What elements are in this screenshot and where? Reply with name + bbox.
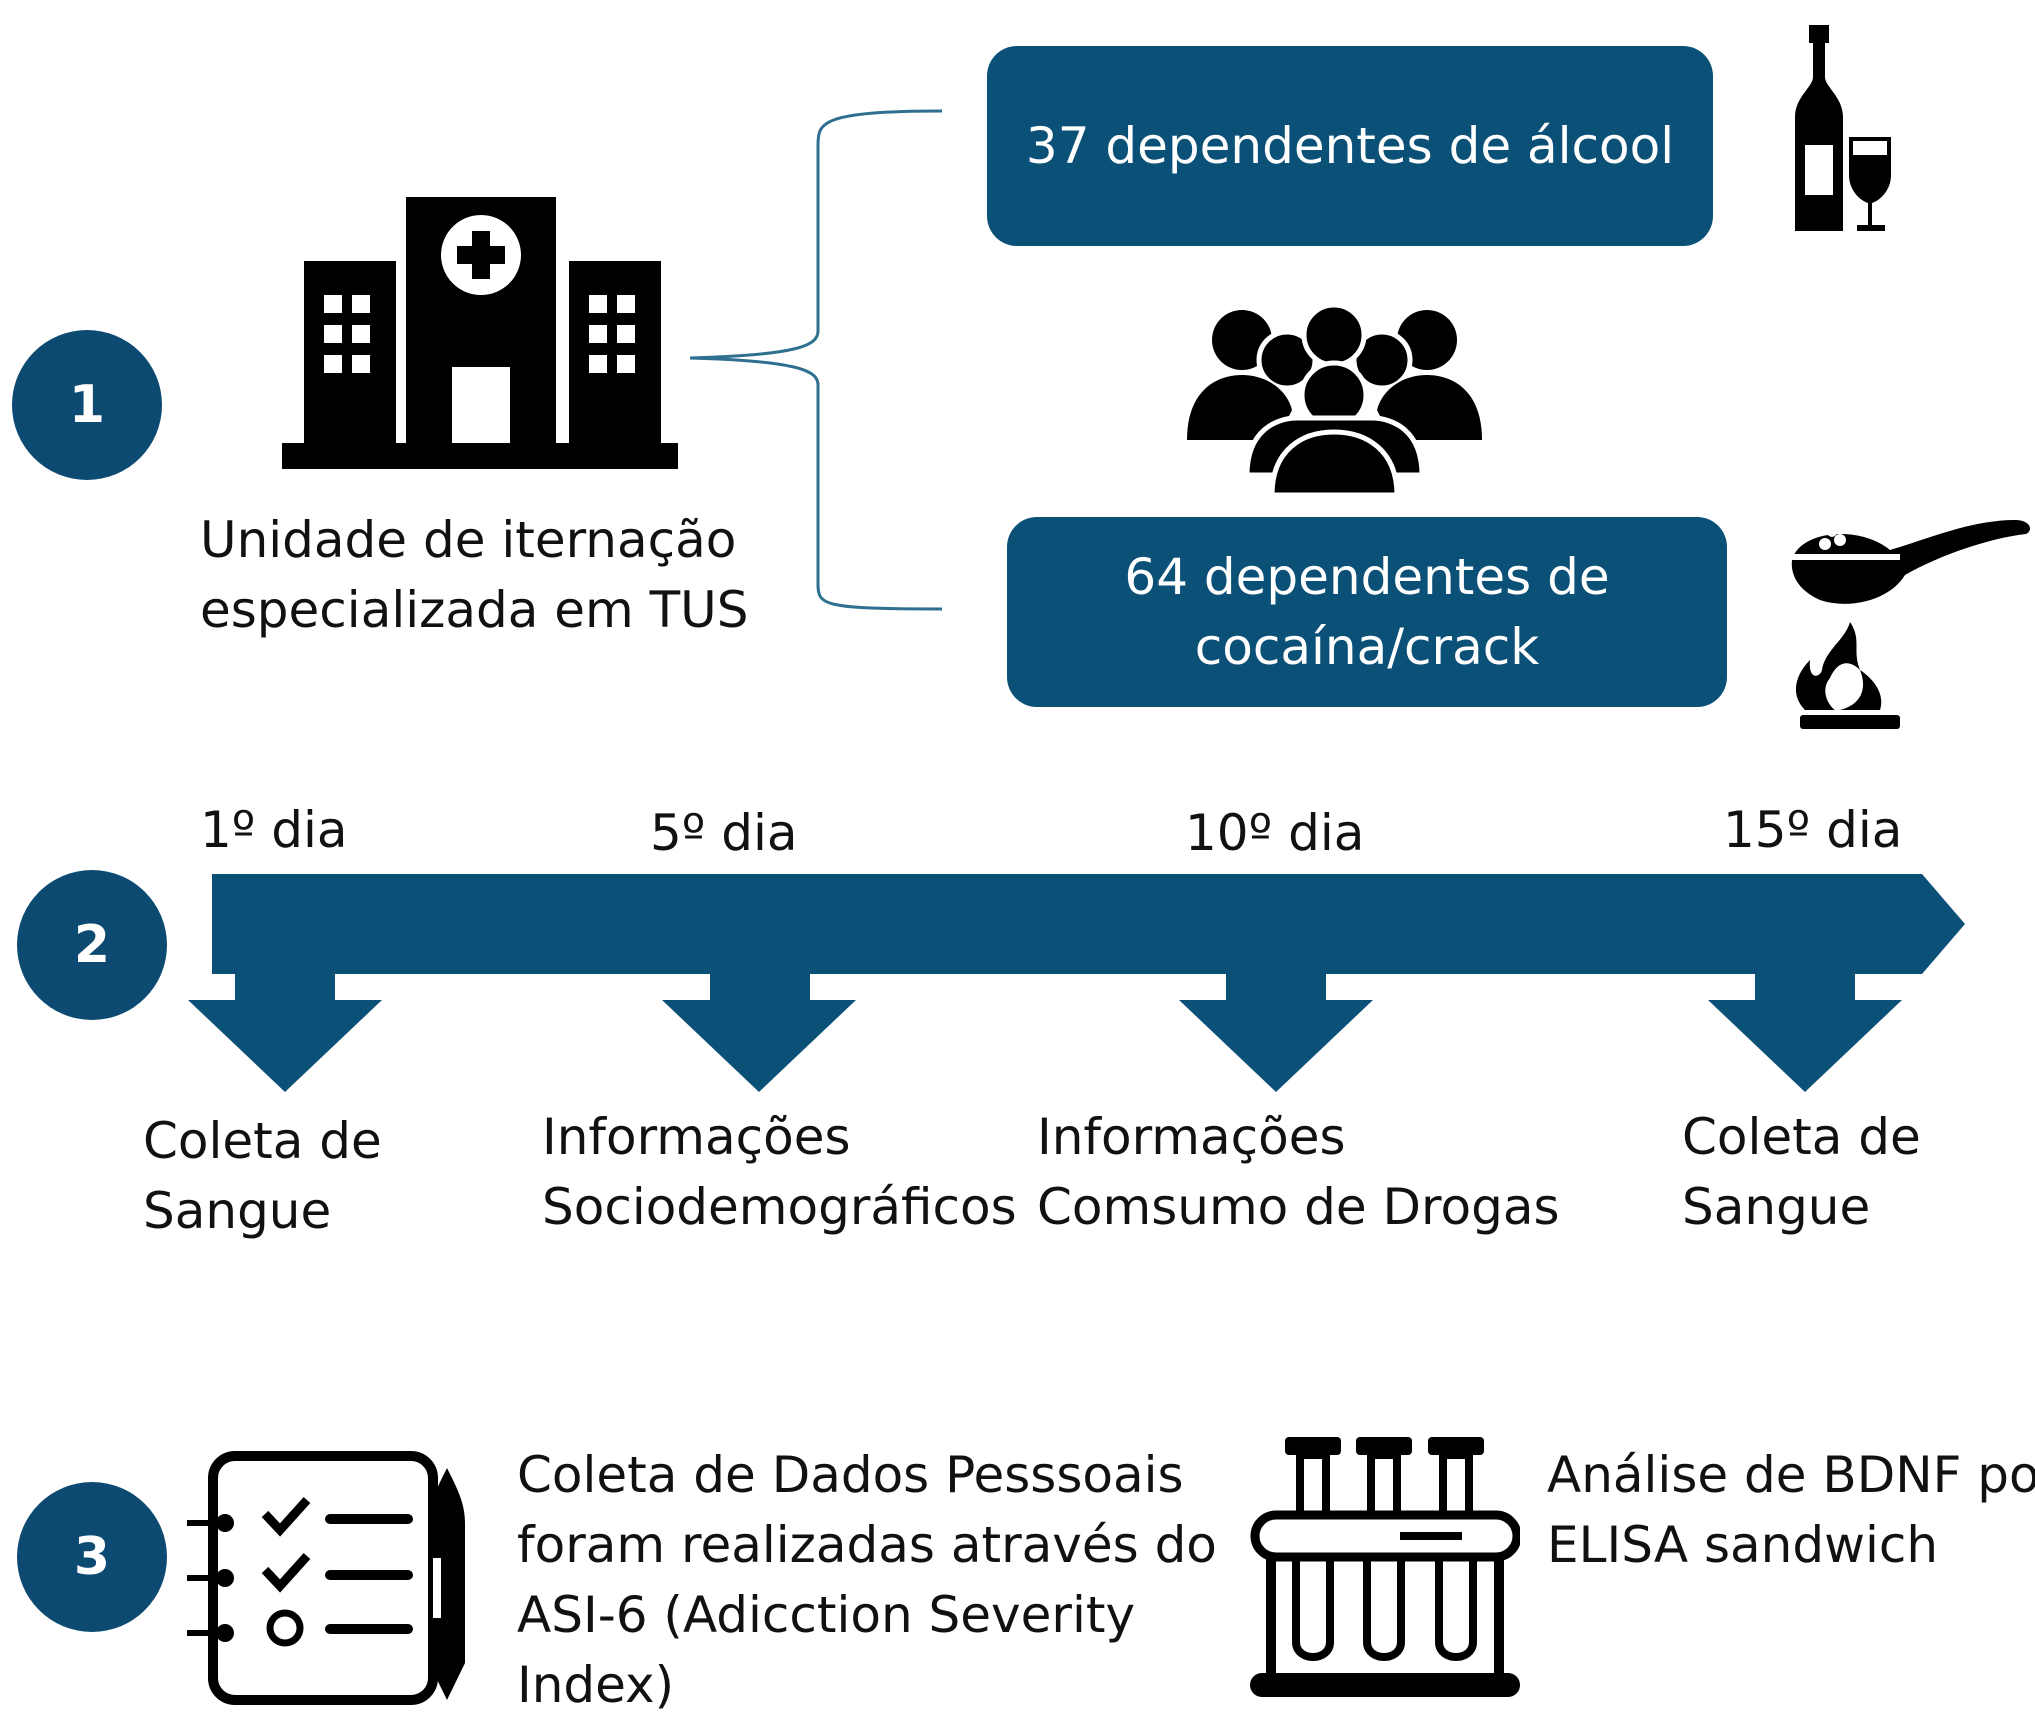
down-arrow-15 — [1708, 970, 1902, 1092]
down-arrow-1 — [188, 970, 382, 1092]
asi6-description: Coleta de Dados Pesssoais foram realizad… — [517, 1446, 1217, 1714]
day-label-10: 10º dia — [1185, 804, 1365, 862]
elisa-description: Análise de BDNF por ELISA sandwich — [1547, 1446, 2035, 1574]
day-label-15: 15º dia — [1723, 801, 1903, 859]
hospital-icon — [282, 197, 678, 469]
event-blood-collection-15: Coleta de Sangue — [1682, 1108, 1921, 1236]
hospital-label: Unidade de iternação especializada em TU… — [200, 511, 749, 639]
alcohol-group-box: 37 dependentes de álcool — [987, 46, 1713, 246]
event-drug-consumption: Informações Comsumo de Drogas — [1037, 1108, 1560, 1236]
spoon-and-flame-icon — [1790, 520, 2031, 729]
day-label-5: 5º dia — [650, 804, 798, 862]
step-1-badge: 1 — [12, 330, 162, 480]
checklist-icon — [187, 1451, 465, 1705]
timeline-arrow — [188, 874, 1965, 1092]
day-label-1: 1º dia — [200, 801, 348, 859]
cocaine-group-label: 64 dependentes de cocaína/crack — [1124, 548, 1610, 676]
down-arrow-10 — [1179, 970, 1373, 1092]
people-group-icon — [1187, 302, 1482, 495]
down-arrow-5 — [662, 970, 856, 1092]
alcohol-group-label: 37 dependentes de álcool — [1025, 117, 1675, 175]
bracket-connector — [690, 109, 943, 611]
test-tubes-icon — [1250, 1437, 1520, 1697]
bottle-and-glass-icon — [1795, 25, 1891, 231]
step-2-badge: 2 — [17, 870, 167, 1020]
cocaine-group-box: 64 dependentes de cocaína/crack — [1007, 517, 1727, 707]
event-blood-collection-1: Coleta de Sangue — [143, 1112, 382, 1240]
event-sociodemographic: Informações Sociodemográficos — [542, 1108, 1017, 1236]
step-3-badge: 3 — [17, 1482, 167, 1632]
